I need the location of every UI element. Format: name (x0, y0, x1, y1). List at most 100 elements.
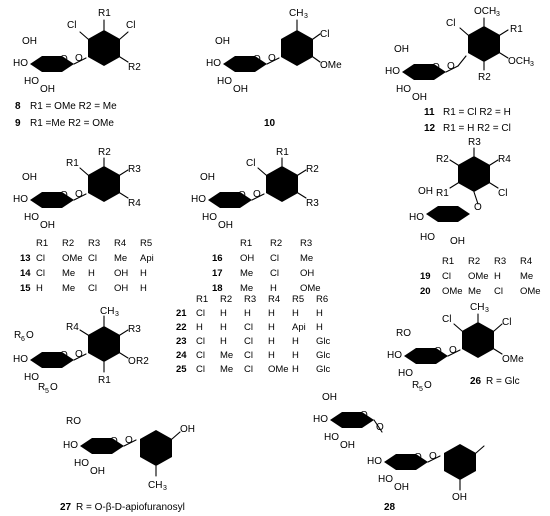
atom-oh: OH (218, 220, 233, 231)
atom-r2: R2 (478, 72, 491, 83)
atom-oh: OH (200, 172, 215, 183)
atom-o: O (60, 54, 68, 65)
labels-11-12: OH HO HO OH O O Cl OCH 3 R1 OCH 3 R2 11 … (385, 6, 534, 134)
atom-r3: R3 (306, 198, 319, 209)
atom-ho: HO (13, 58, 28, 69)
atom-o: O (26, 330, 34, 341)
table-cell: OMe (300, 283, 321, 294)
table-row-id: 25 (176, 364, 187, 375)
atom-ch3: CH (100, 306, 114, 317)
table-cell: H (292, 350, 299, 361)
atom-ho: HO (217, 76, 232, 87)
table-row-id: 22 (176, 322, 187, 333)
atom-cl: Cl (67, 20, 76, 31)
table-header: R3 (244, 294, 256, 305)
atom-subscript: 3 (163, 485, 167, 492)
atom-oh: OH (394, 44, 409, 55)
atom-cl: Cl (502, 317, 511, 328)
compound-27-text: R = O-β-D-apiofuranosyl (76, 502, 185, 513)
atom-oh: OH (215, 36, 230, 47)
atom-r6: R (14, 330, 21, 341)
atom-r2: R2 (136, 356, 149, 367)
table-cell: Cl (36, 268, 45, 279)
compound-9-number: 9 (15, 118, 21, 129)
atom-ho: HO (24, 212, 39, 223)
atom-o: O (50, 382, 58, 393)
labels-21-25: CH 3 R4 R3 O R2 R1 R 6 O HO HO R 5 O O O (13, 306, 149, 395)
table-cell: Cl (36, 253, 45, 264)
atom-r1: R1 (276, 147, 289, 158)
atom-r1: R1 (436, 188, 449, 199)
structure-13-15 (22, 157, 129, 220)
atom-ho: HO (398, 368, 413, 379)
structure-21-25 (22, 315, 129, 380)
table-cell: OH (114, 268, 128, 279)
table-row-id: 18 (212, 283, 223, 294)
atom-ho: HO (191, 194, 206, 205)
table-header: R1 (36, 238, 48, 249)
compound-26-text: R = Glc (486, 376, 520, 387)
compound-8-number: 8 (15, 101, 21, 112)
table-cell: H (268, 350, 275, 361)
atom-oh: OH (40, 220, 55, 231)
labels-10: OH HO HO OH O O CH 3 Cl OMe 10 (206, 8, 342, 129)
table-cell: H (316, 322, 323, 333)
labels-19-20: R2 R3 R4 Cl R1 O OH HO HO OH (409, 137, 511, 247)
atom-oh: OH (180, 424, 195, 435)
table-cell: H (316, 308, 323, 319)
atom-o: O (424, 380, 432, 391)
atom-ho: HO (324, 432, 339, 443)
atom-r1: R1 (510, 24, 523, 35)
table-cell: Cl (270, 253, 279, 264)
atom-o: O (125, 435, 133, 446)
table-cell: H (196, 322, 203, 333)
table-cell: Cl (244, 364, 253, 375)
table-cell: Me (220, 350, 233, 361)
table-cell: H (220, 322, 227, 333)
table-cell: H (494, 271, 501, 282)
table-row-id: 15 (20, 283, 31, 294)
atom-subscript: 6 (21, 336, 25, 343)
table-cell: H (292, 308, 299, 319)
atom-o: O (253, 54, 261, 65)
atom-oh: OH (452, 492, 467, 503)
compound-26-number: 26 (470, 376, 482, 387)
atom-ho: HO (396, 84, 411, 95)
labels-13-15: OH HO HO OH O O R1 R2 R3 R4 (13, 147, 141, 231)
atom-oh: OH (450, 236, 465, 247)
table-cell: Me (62, 268, 75, 279)
atom-o: O (75, 189, 83, 200)
table-cell: OH (240, 253, 254, 264)
atom-cl: Cl (442, 314, 451, 325)
table-cell: OMe (62, 253, 83, 264)
structure-10 (215, 19, 321, 84)
table-cell: OH (300, 268, 314, 279)
atom-r2: R2 (436, 154, 449, 165)
table-cell: Cl (244, 336, 253, 347)
table-header: R1 (240, 238, 252, 249)
atom-r2: R2 (98, 147, 111, 158)
table-header: R4 (268, 294, 280, 305)
labels-28: OH HO HO OH O O HO HO OH O O OH 28 (313, 392, 467, 513)
compound-11-number: 11 (424, 107, 435, 118)
atom-ho: HO (387, 350, 402, 361)
compound-9-text: R1 =Me R2 = OMe (30, 118, 114, 129)
atom-o: O (429, 451, 437, 462)
table-header: R6 (316, 294, 328, 305)
atom-subscript: 5 (45, 388, 49, 395)
atom-oh: OH (233, 84, 248, 95)
atom-r1: R1 (98, 375, 111, 386)
atom-ho: HO (13, 194, 28, 205)
table-header: R1 (442, 256, 454, 267)
atom-ch3: CH (470, 302, 484, 313)
table-cell: H (270, 283, 277, 294)
atom-cl: Cl (498, 188, 507, 199)
atom-oh: OH (340, 440, 355, 451)
atom-r5: R (38, 382, 45, 393)
table-cell: H (268, 322, 275, 333)
atom-ch3: CH (148, 480, 162, 491)
table-row-id: 16 (212, 253, 223, 264)
